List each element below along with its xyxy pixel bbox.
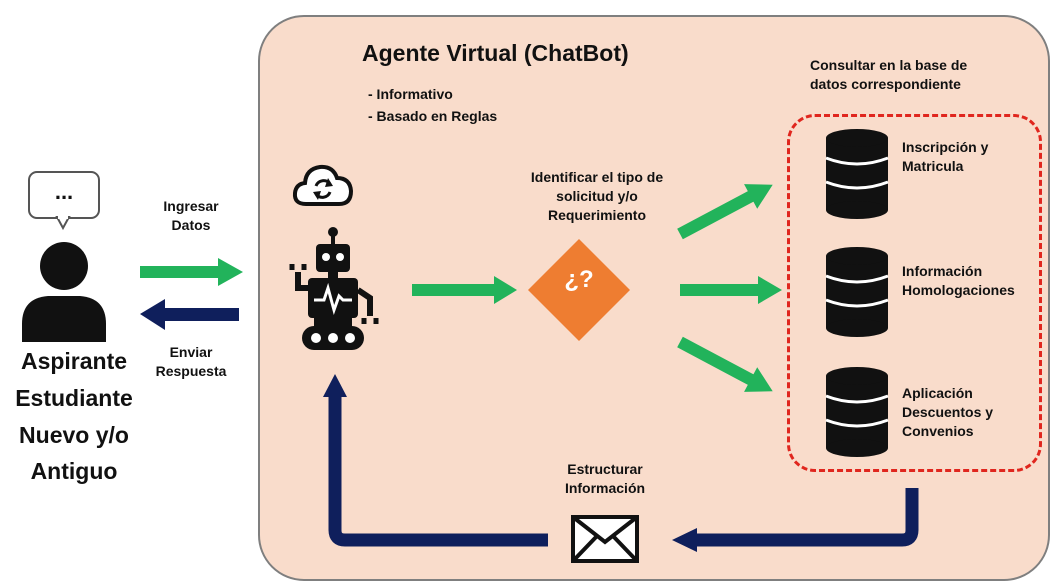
db-enrollment-label: Inscripción y Matricula bbox=[902, 139, 989, 174]
database-icon bbox=[825, 367, 889, 457]
user-label: Aspirante Estudiante Nuevo y/o Antiguo bbox=[15, 348, 133, 485]
cloud-sync-icon bbox=[292, 164, 354, 206]
database-group bbox=[787, 114, 1042, 472]
return-arrow bbox=[672, 488, 919, 552]
back-to-robot-arrow bbox=[323, 374, 548, 547]
envelope-icon bbox=[571, 515, 639, 563]
send-data-label: Ingresar Datos bbox=[163, 198, 219, 233]
panel-features: - Informativo - Basado en Reglas bbox=[368, 86, 498, 124]
to-decision-arrow bbox=[412, 276, 517, 304]
user-silhouette-icon bbox=[22, 242, 106, 342]
db-discounts-label: Aplicación Descuentos y Convenios bbox=[902, 385, 994, 439]
database-icon bbox=[825, 247, 889, 337]
panel-title: Agente Virtual (ChatBot) bbox=[362, 40, 629, 66]
send-reply-label: Enviar Respuesta bbox=[155, 344, 227, 379]
query-database-label: Consultar en la base de datos correspond… bbox=[810, 57, 968, 92]
reply-arrow bbox=[140, 299, 239, 330]
db-homologation-label: Información Homologaciones bbox=[902, 263, 1015, 298]
decision-symbol: ¿? bbox=[564, 266, 594, 293]
speech-bubble-text: ... bbox=[54, 179, 74, 204]
to-db3-arrow bbox=[677, 336, 773, 392]
structure-info-label: Estructurar Información bbox=[564, 461, 646, 496]
send-arrow bbox=[140, 258, 243, 286]
to-db1-arrow bbox=[677, 184, 773, 240]
to-db2-arrow bbox=[680, 276, 782, 304]
speech-bubble-icon bbox=[28, 171, 100, 231]
robot-icon bbox=[289, 227, 379, 350]
identify-request-label: Identificar el tipo de solicitud y/o Req… bbox=[530, 169, 664, 223]
chatbot-panel bbox=[258, 15, 1050, 581]
database-icon bbox=[825, 129, 889, 219]
decision-diamond bbox=[528, 239, 630, 341]
